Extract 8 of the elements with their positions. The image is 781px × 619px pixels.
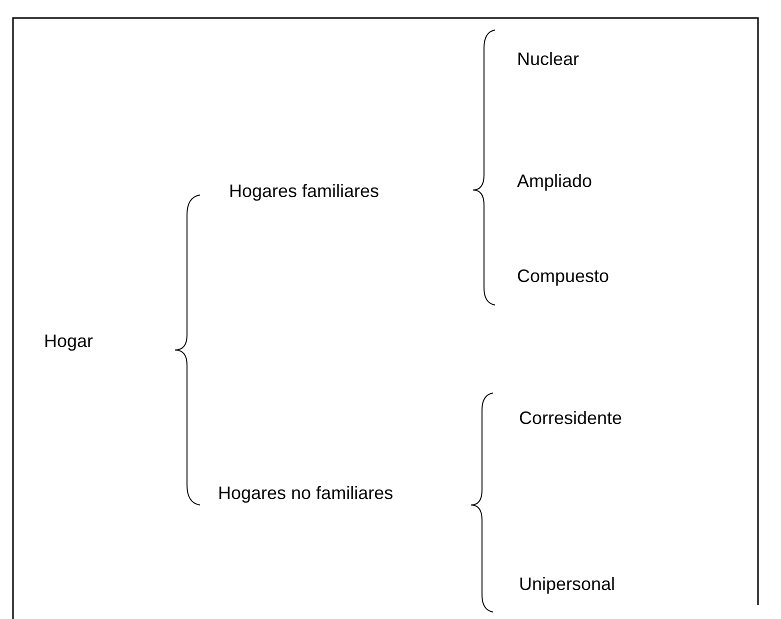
root-label: Hogar (44, 330, 94, 352)
category-label: Nuclear (517, 48, 580, 70)
category-label: Compuesto (517, 265, 610, 287)
category-label: Unipersonal (519, 573, 616, 595)
category-label: Ampliado (517, 170, 592, 192)
category-label: Hogares no familiares (218, 482, 394, 504)
category-label: Hogares familiares (229, 180, 380, 202)
category-label: Corresidente (519, 407, 622, 429)
